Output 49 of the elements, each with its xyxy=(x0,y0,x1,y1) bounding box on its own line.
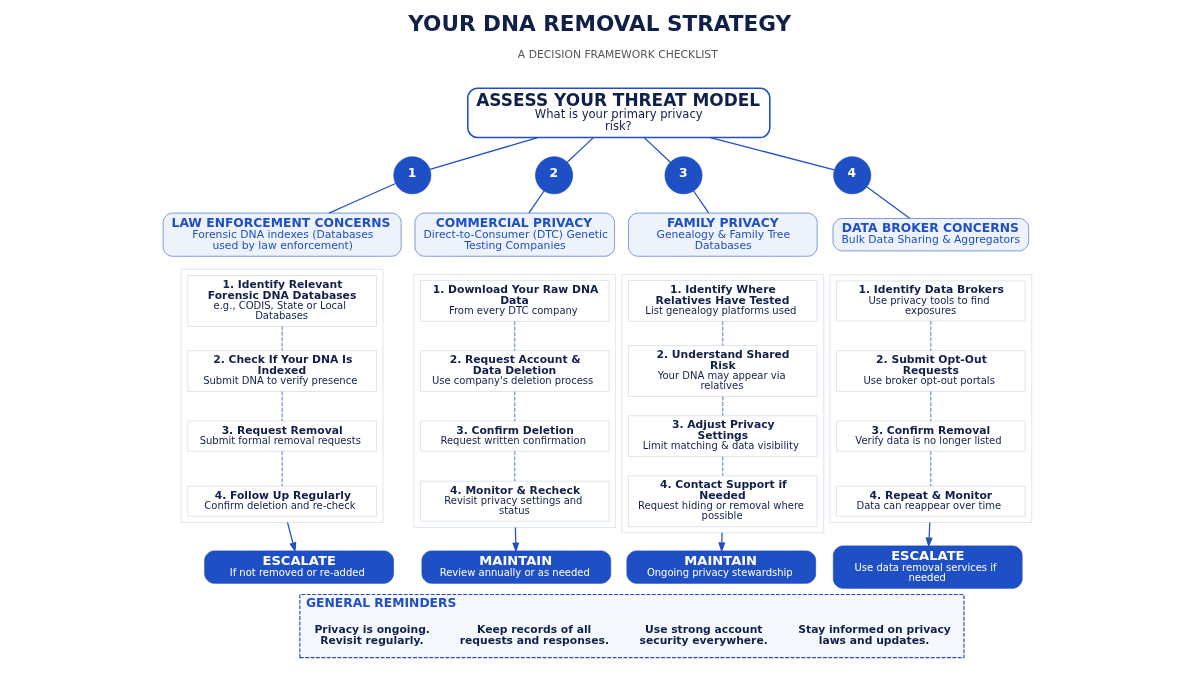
node-box: LAW ENFORCEMENT CONCERNS Forensic DNA indexes (Databases used by law enforcement) xyxy=(162,212,402,257)
node-box: 1. Identify Data Brokers Use privacy tools to find exposures xyxy=(835,280,1026,322)
node-box: MAINTAIN Review annually or as needed xyxy=(421,550,611,584)
node-text: Privacy is ongoing. Revisit regularly. xyxy=(313,623,430,647)
node-box: 1. Download Your Raw DNA Data From every DTC company xyxy=(419,280,610,322)
node-box: 3. Confirm Removal Verify data is no longer listed xyxy=(835,420,1026,452)
node-box: COMMERCIAL PRIVACY Direct-to-Consumer (DTC) Genetic Testing Companies xyxy=(414,212,615,257)
node-circle: 4 xyxy=(832,156,871,195)
node-box: 4. Repeat & Monitor Data can reappear over time xyxy=(835,485,1026,517)
node-circle: 2 xyxy=(534,156,573,195)
connector xyxy=(643,137,671,163)
cluster xyxy=(829,274,1032,523)
node-box: 4. Monitor & Recheck Revisit privacy settings and status xyxy=(419,480,610,522)
node-circle: 3 xyxy=(664,156,702,195)
connector xyxy=(428,136,538,170)
node-box: 4. Contact Support if Needed Request hiding or removal where possible xyxy=(627,475,818,528)
node-box: 1. Identify Relevant Forensic DNA Databases e.g., CODIS, State or Local Databases xyxy=(186,275,377,327)
arrow xyxy=(286,521,296,553)
connector xyxy=(692,190,709,214)
node-box: DATA BROKER CONCERNS Bulk Data Sharing & Aggregators xyxy=(832,218,1029,252)
node-circle: 1 xyxy=(392,156,431,195)
node-box: 2. Check If Your DNA Is Indexed Submit DNA to verify presence xyxy=(186,350,377,392)
node-box: ESCALATE If not removed or re-added xyxy=(203,550,394,584)
node-text: Keep records of all requests and responses. xyxy=(459,623,609,647)
node-box: 4. Follow Up Regularly Confirm deletion and re-check xyxy=(186,485,377,517)
node-box: ESCALATE Use data removal services if needed xyxy=(832,545,1022,589)
node-box: 2. Submit Opt-Out Requests Use broker opt-out portals xyxy=(835,350,1026,392)
node-box: 1. Identify Where Relatives Have Tested List genealogy platforms used xyxy=(627,280,818,322)
node-box: FAMILY PRIVACY Genealogy & Family Tree Databases xyxy=(627,212,818,257)
cluster xyxy=(180,268,383,523)
node-box: 3. Confirm Deletion Request written confirmation xyxy=(419,420,610,452)
node-box: ASSESS YOUR THREAT MODEL What is your primary privacy risk? xyxy=(466,87,771,139)
node-text: Use strong account security everywhere. xyxy=(639,623,768,647)
label: A DECISION FRAMEWORK CHECKLIST xyxy=(517,47,718,61)
cluster xyxy=(621,273,824,534)
node-box: 3. Adjust Privacy Settings Limit matching & data visibility xyxy=(627,415,818,457)
node-text: Stay informed on privacy laws and updates. xyxy=(797,623,951,647)
connector xyxy=(527,190,545,214)
diagram-title: YOUR DNA REMOVAL STRATEGY xyxy=(407,10,791,36)
connector xyxy=(327,182,396,214)
node-box: 2. Request Account & Data Deletion Use company's deletion process xyxy=(419,350,610,392)
connector xyxy=(566,137,594,163)
cluster xyxy=(412,273,616,528)
node-box: 3. Request Removal Submit formal removal requests xyxy=(186,420,377,452)
connector xyxy=(709,136,835,171)
connector xyxy=(865,186,910,219)
node-box: MAINTAIN Ongoing privacy stewardship xyxy=(626,550,816,584)
arrow xyxy=(717,532,725,553)
node-box: 2. Understand Shared Risk Your DNA may appear via relatives xyxy=(627,345,818,397)
